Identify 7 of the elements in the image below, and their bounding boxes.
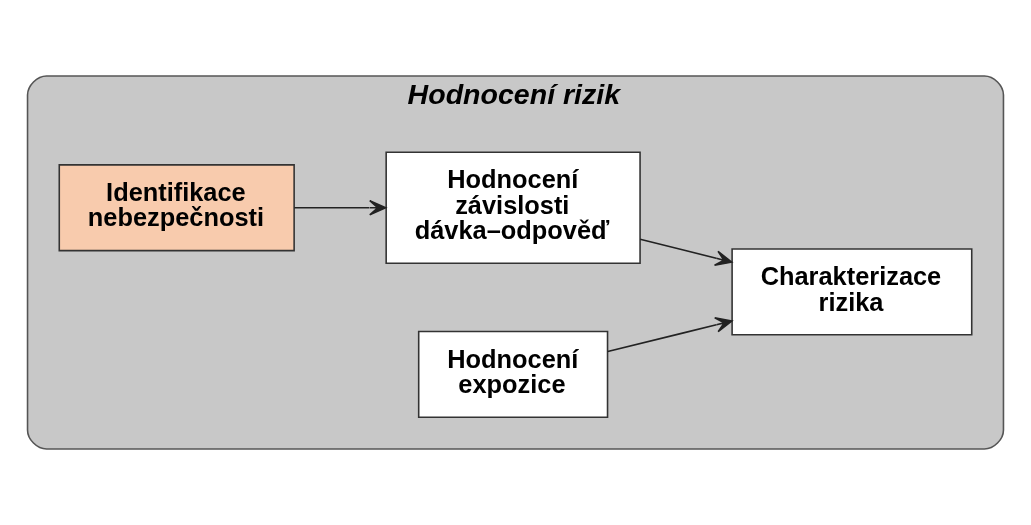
node-box: Hodnocení expozice: [417, 330, 609, 418]
arrow: [293, 199, 387, 216]
node-box: Charakterizace rizika: [731, 248, 973, 336]
node-box: Identifikace nebezpečnosti: [58, 164, 295, 252]
arrow: [639, 238, 733, 266]
node-box: Hodnocení závislosti dávka–odpověď: [385, 151, 641, 265]
arrow: [606, 317, 733, 353]
